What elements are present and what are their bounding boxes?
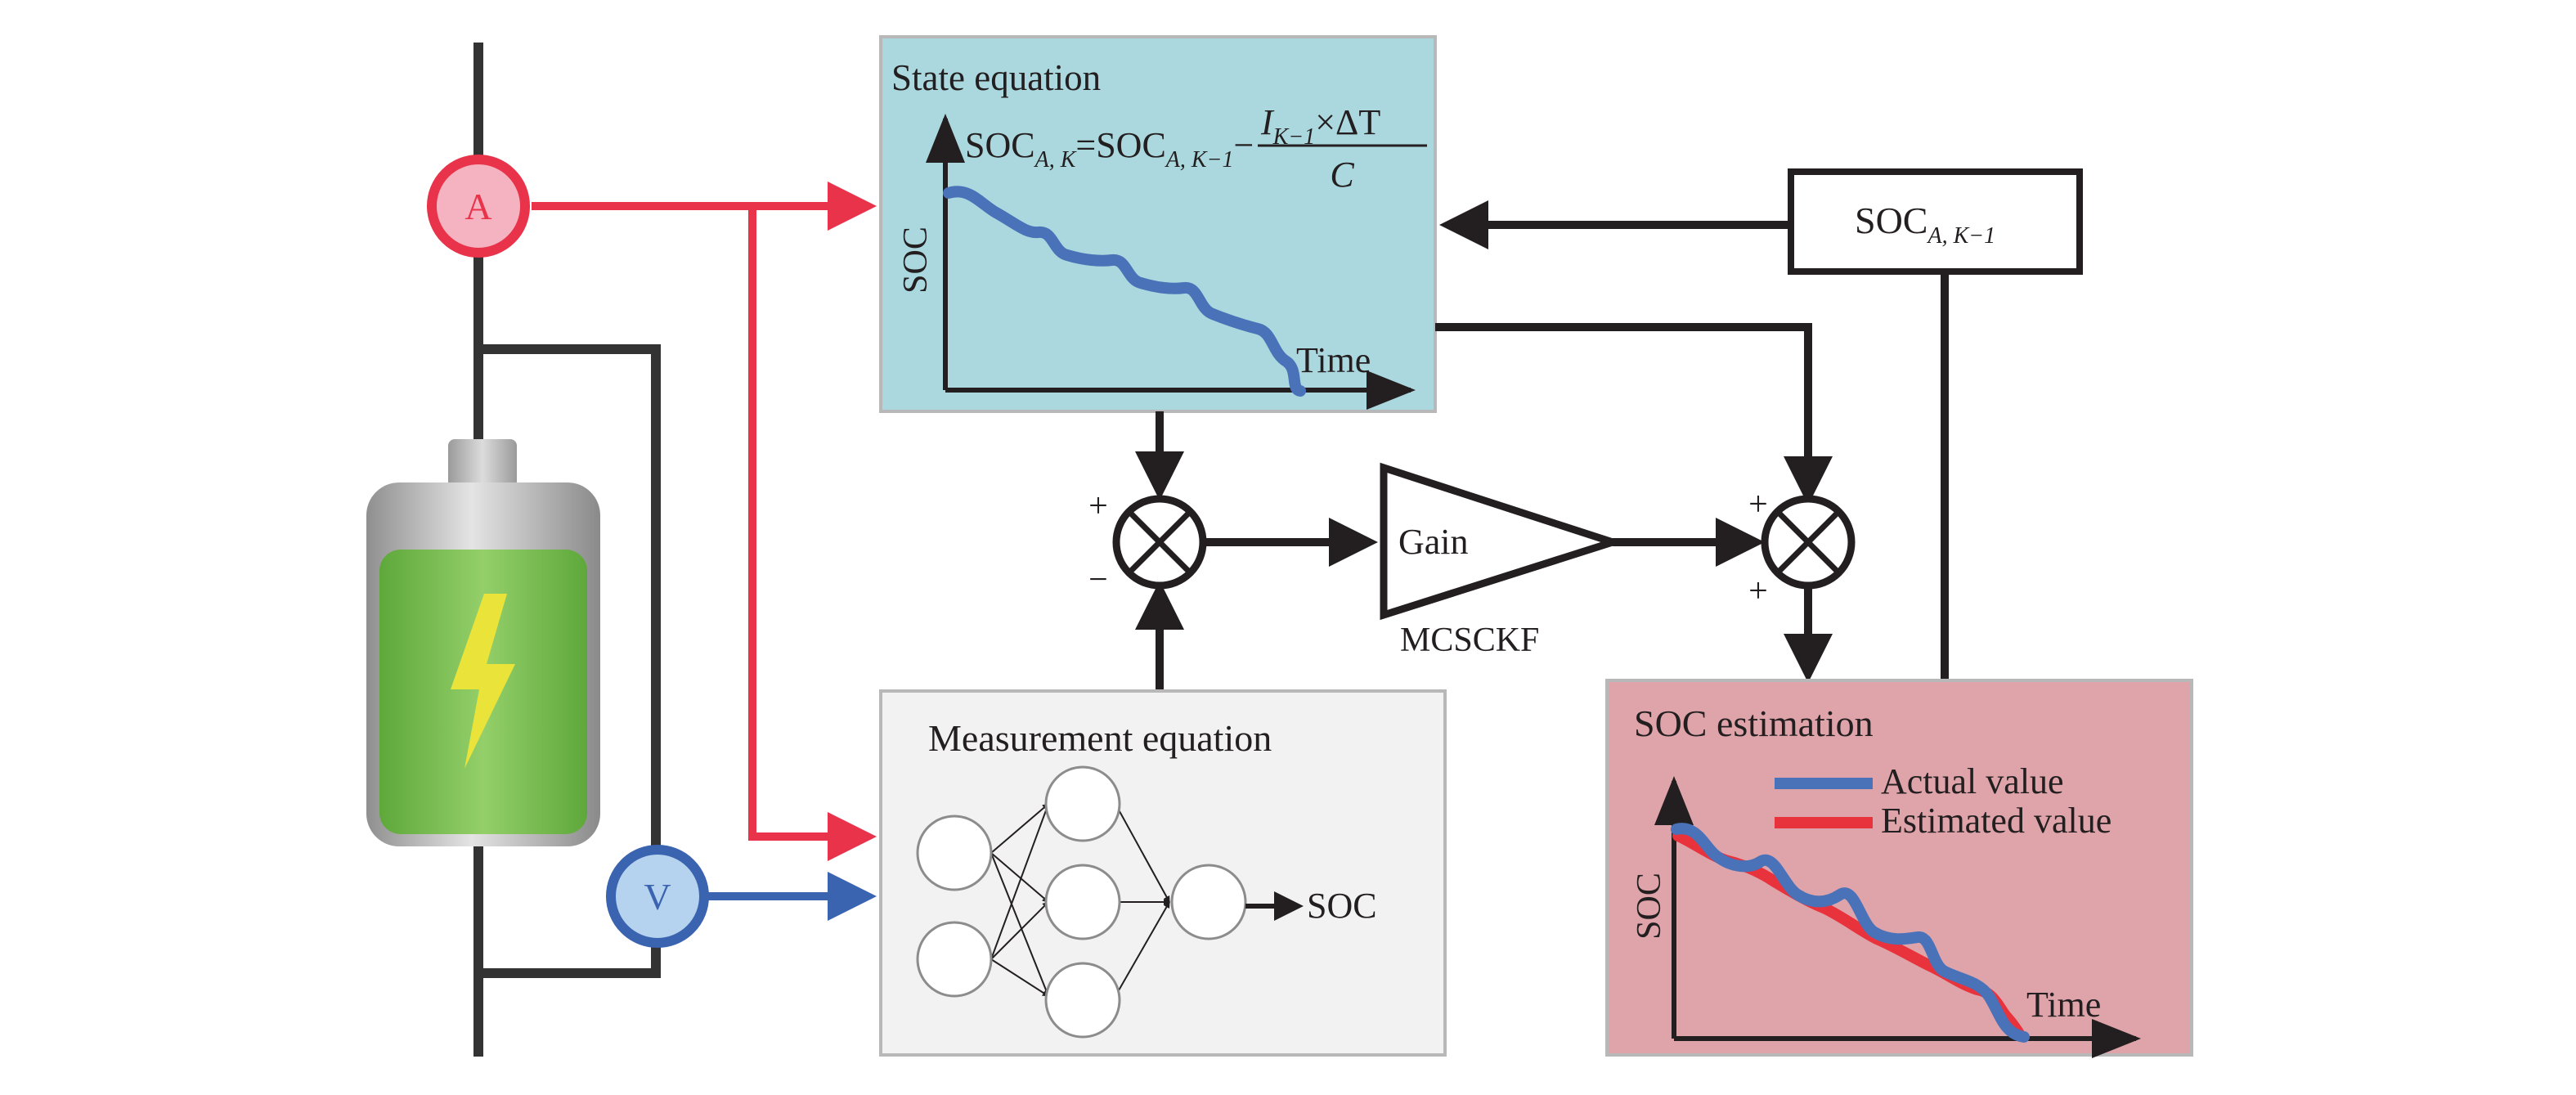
gain-block: Gain MCSCKF xyxy=(1380,462,1625,659)
eq-denominator: C xyxy=(1330,155,1354,195)
estimation-x-axis-label: Time xyxy=(2026,985,2101,1025)
sum-left-bottom-sign: − xyxy=(1088,561,1108,599)
voltmeter-icon: V xyxy=(606,845,709,948)
signal-arrows xyxy=(1135,200,1949,691)
state-y-axis-label: SOC xyxy=(897,227,935,294)
lightning-bolt-icon xyxy=(451,594,515,769)
soc-previous-base: SOC xyxy=(1855,200,1928,241)
gain-label: Gain xyxy=(1398,522,1469,562)
measurement-equation-box: Measurement equation xyxy=(879,689,1447,1057)
legend-label-actual: Actual value xyxy=(1881,761,2064,801)
legend-label-estimated: Estimated value xyxy=(1881,801,2112,841)
eq-rhs-base: SOC xyxy=(1096,125,1166,165)
sum-junction-right: + + xyxy=(1748,486,1856,610)
actual-soc-curve xyxy=(1671,823,2030,1043)
measurement-equation-title: Measurement equation xyxy=(928,717,1272,759)
sum-right-bottom-sign: + xyxy=(1748,572,1768,610)
eq-lhs-sub: A, K xyxy=(1034,147,1077,173)
eq-minus: − xyxy=(1233,125,1254,165)
estimation-y-axis-label: SOC xyxy=(1631,873,1668,940)
circuit: A V xyxy=(366,43,877,1057)
eq-rhs-sub: A, K−1 xyxy=(1165,147,1234,173)
state-equation-formula: SOCA, K=SOCA, K−1− IK−1×ΔT C xyxy=(965,102,1427,195)
soc-estimation-box: SOC estimation Actual value Estimated va… xyxy=(1605,679,2193,1058)
battery-icon xyxy=(366,439,600,846)
neural-network-icon xyxy=(916,765,1304,1039)
estimation-legend: Actual value Estimated value xyxy=(1775,761,2112,841)
voltmeter-label: V xyxy=(644,876,671,918)
eq-equals: = xyxy=(1075,125,1096,165)
arrow-state-to-right-sum xyxy=(1435,323,1833,505)
state-equation-title: State equation xyxy=(891,57,1101,98)
state-soc-curve xyxy=(943,186,1306,397)
state-equation-box: State equation SOCA, K=SOCA, K−1− IK−1×Δ… xyxy=(879,35,1437,413)
measurement-output-label: SOC xyxy=(1307,886,1377,926)
soc-estimation-title: SOC estimation xyxy=(1634,702,1874,744)
state-x-axis-label: Time xyxy=(1296,340,1371,380)
sum-left-top-sign: + xyxy=(1088,487,1108,525)
eq-numerator-var: I xyxy=(1260,102,1275,142)
svg-text:SOCA, K=SOCA, K−1−: SOCA, K=SOCA, K−1− xyxy=(965,125,1254,173)
current-line-to-measurement xyxy=(748,206,877,861)
eq-numerator-rest: ×ΔT xyxy=(1315,102,1380,142)
ammeter-icon: A xyxy=(427,155,530,258)
soc-previous-sub: A, K−1 xyxy=(1926,223,1995,249)
sum-junction-left: + − xyxy=(1088,487,1207,599)
voltmeter-loop-wire xyxy=(478,344,661,978)
eq-lhs-base: SOC xyxy=(965,125,1035,165)
soc-previous-label: SOCA, K−1 xyxy=(1855,200,1995,249)
sum-right-top-sign: + xyxy=(1748,486,1768,523)
ammeter-label: A xyxy=(464,186,491,227)
svg-text:IK−1×ΔT: IK−1×ΔT xyxy=(1260,102,1380,150)
gain-caption: MCSCKF xyxy=(1400,622,1539,659)
soc-previous-box: SOCA, K−1 xyxy=(1788,168,2083,275)
